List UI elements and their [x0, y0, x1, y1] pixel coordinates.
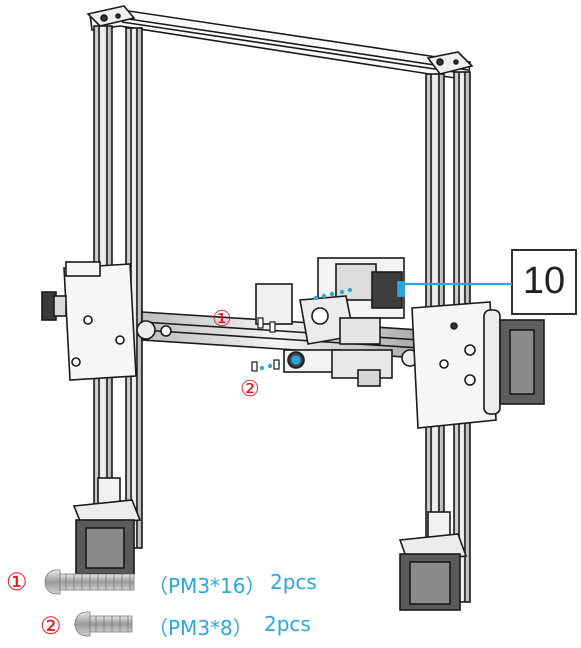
callout-marker-1: ① — [212, 306, 232, 331]
legend-screw-1-icon — [44, 569, 135, 595]
step-number: 10 — [522, 260, 566, 302]
top-frame — [86, 5, 474, 81]
left-z-carriage — [41, 261, 137, 381]
legend-marker-2: ② — [40, 613, 62, 640]
legend-qty-1: 2pcs — [270, 570, 317, 594]
loose-screws — [251, 317, 280, 372]
callout-marker-2: ② — [240, 376, 260, 401]
legend-spec-1: （PM3*16） — [148, 574, 266, 598]
right-x-motor-bracket — [411, 301, 545, 429]
probe-and-fan-unit — [283, 349, 393, 387]
left-z-motor — [72, 477, 142, 575]
step-callout-box — [405, 249, 577, 315]
legend-qty-2: 2pcs — [264, 612, 311, 636]
legend-marker-1: ① — [6, 569, 28, 596]
right-z-motor — [398, 511, 468, 611]
printhead-assembly — [255, 257, 405, 345]
legend-spec-2: （PM3*8） — [148, 616, 253, 640]
legend-screw-2-icon — [74, 611, 133, 637]
